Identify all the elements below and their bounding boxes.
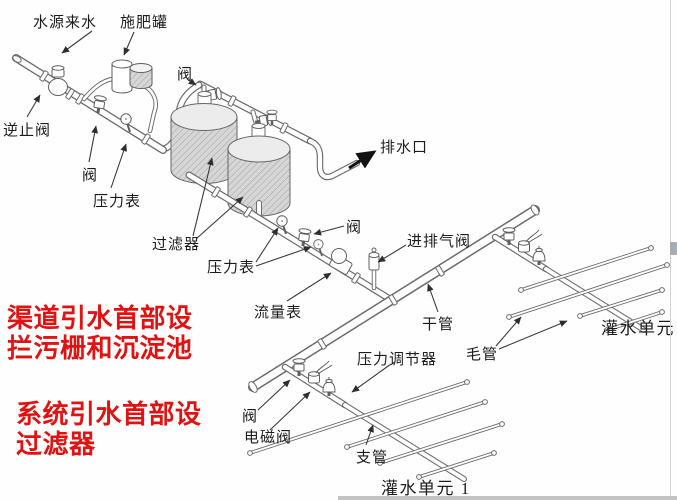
pipe-end-cap [12, 55, 22, 63]
label-air-valve: 进排气阀 [407, 234, 472, 250]
filter-tank-2 [227, 135, 291, 217]
pipe-end-cap [530, 204, 540, 216]
pipe-end-cap [248, 381, 258, 393]
label-flow-meter: 流量表 [254, 305, 303, 321]
label-irrigation-unit-2: 灌水单元 [601, 319, 675, 338]
label-gauge-outlet: 压力表 [207, 260, 256, 276]
outlet-pipe [185, 171, 397, 305]
check-valve-device [48, 65, 76, 101]
leader-lines [26, 30, 568, 446]
inlet-pipe [12, 54, 167, 154]
label-fertilizer-tank: 施肥罐 [120, 15, 169, 31]
edge-marker [670, 242, 677, 255]
label-pressure-regulator: 压力调节器 [357, 352, 438, 368]
label-valve-inlet: 阀 [82, 168, 99, 184]
drain-arrow-icon [348, 150, 377, 170]
label-filter: 过滤器 [152, 237, 201, 253]
drain-pipe [306, 137, 361, 181]
filter-tank-1 [170, 103, 238, 184]
label-lateral-pipe: 毛管 [466, 347, 499, 363]
fertilizer-tank-device [81, 59, 158, 134]
label-main-pipe: 干管 [422, 317, 455, 333]
main-pipe [248, 204, 540, 393]
label-water-source: 水源来水 [33, 15, 98, 31]
label-solenoid-valve: 电磁阀 [244, 430, 293, 446]
label-gauge-inlet: 压力表 [93, 194, 142, 210]
bottom-edge-strip [338, 496, 677, 500]
note-channel-intake: 渠道引水首部设 拦污栅和沉淀池 [7, 303, 193, 363]
label-valve-unit1: 阀 [242, 409, 259, 425]
label-valve-filter: 阀 [177, 67, 194, 83]
unit1-branch [281, 363, 467, 482]
label-irrigation-unit-1: 灌水单元 1 [381, 479, 471, 498]
unit2-laterals [506, 245, 670, 333]
label-check-valve: 逆止阀 [3, 123, 52, 139]
label-valve-outlet: 阀 [346, 220, 363, 236]
note-system-intake: 系统引水首部设 过滤器 [16, 399, 202, 459]
air-valve-device [368, 247, 380, 291]
unit1-laterals [247, 379, 505, 480]
label-branch-pipe: 支管 [356, 450, 389, 466]
label-drain-outlet: 排水口 [380, 140, 429, 156]
flow-meter-device [329, 248, 353, 275]
